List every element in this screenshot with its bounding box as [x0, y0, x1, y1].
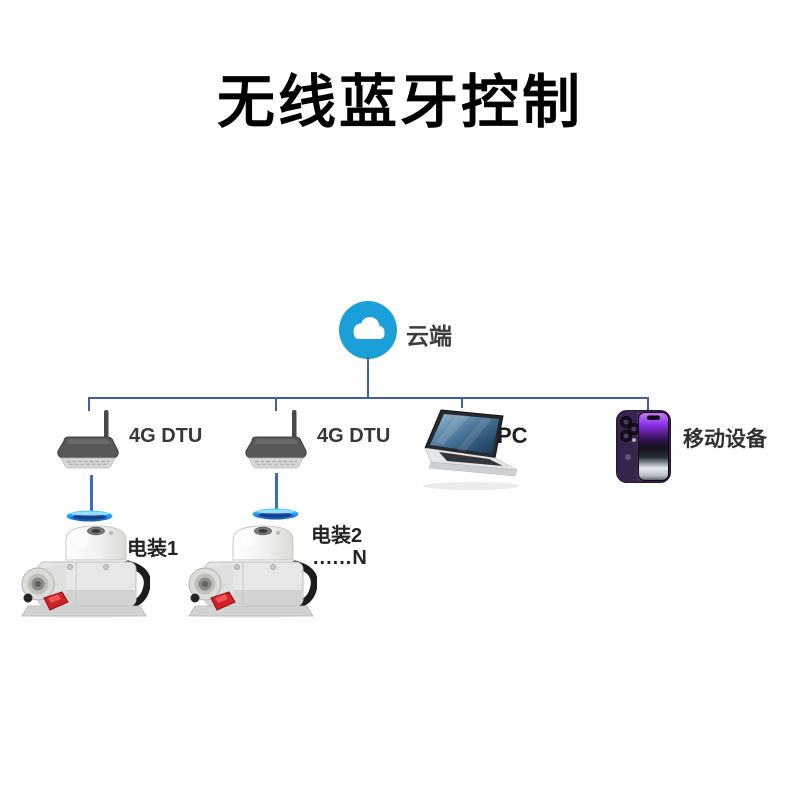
valve-actuator-icon: [188, 525, 317, 618]
cloud-icon: [339, 301, 397, 359]
bluetooth-glow-icon: [252, 508, 299, 520]
actuator2-label: 电装2: [311, 525, 363, 547]
laptop-icon: [423, 409, 519, 490]
4g-dtu-router-icon: [245, 410, 307, 469]
tree-line-cloud-drop: [367, 357, 369, 398]
mobile-label: 移动设备: [683, 428, 767, 451]
pc-label: PC: [497, 423, 528, 448]
cloud-label: 云端: [406, 323, 452, 349]
tree-line-horizontal: [88, 397, 649, 399]
tree-stub-dtu1: [88, 397, 90, 411]
gateway1-label: 4G DTU: [129, 425, 203, 447]
page-title: 无线蓝牙控制: [216, 70, 583, 135]
bluetooth-link-line-2: [275, 473, 278, 510]
smartphone-icon: [616, 410, 671, 483]
actuator-more-label: ......N: [313, 547, 368, 569]
valve-actuator-icon: [21, 525, 150, 618]
bluetooth-glow-icon: [66, 510, 113, 522]
bluetooth-link-line-1: [90, 475, 93, 512]
gateway2-label: 4G DTU: [317, 425, 391, 447]
actuator1-label: 电装1: [127, 538, 179, 560]
tree-stub-pc: [461, 397, 463, 408]
tree-stub-mobile: [647, 397, 649, 410]
tree-stub-dtu2: [275, 397, 277, 411]
4g-dtu-router-icon: [57, 410, 119, 469]
